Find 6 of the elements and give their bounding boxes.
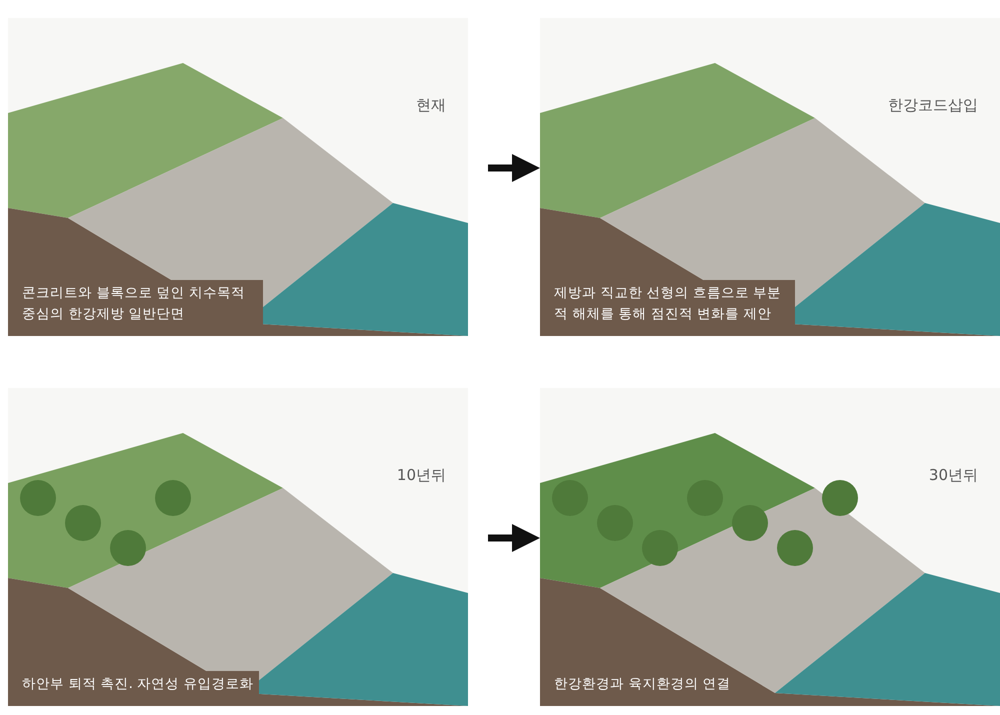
arrow <box>488 524 540 552</box>
panel-title: 현재 <box>416 96 446 115</box>
panel-title: 30년뒤 <box>928 466 978 485</box>
panel-title: 한강코드삽입 <box>888 96 978 115</box>
panel-title: 10년뒤 <box>396 466 446 485</box>
arrow <box>488 154 540 182</box>
